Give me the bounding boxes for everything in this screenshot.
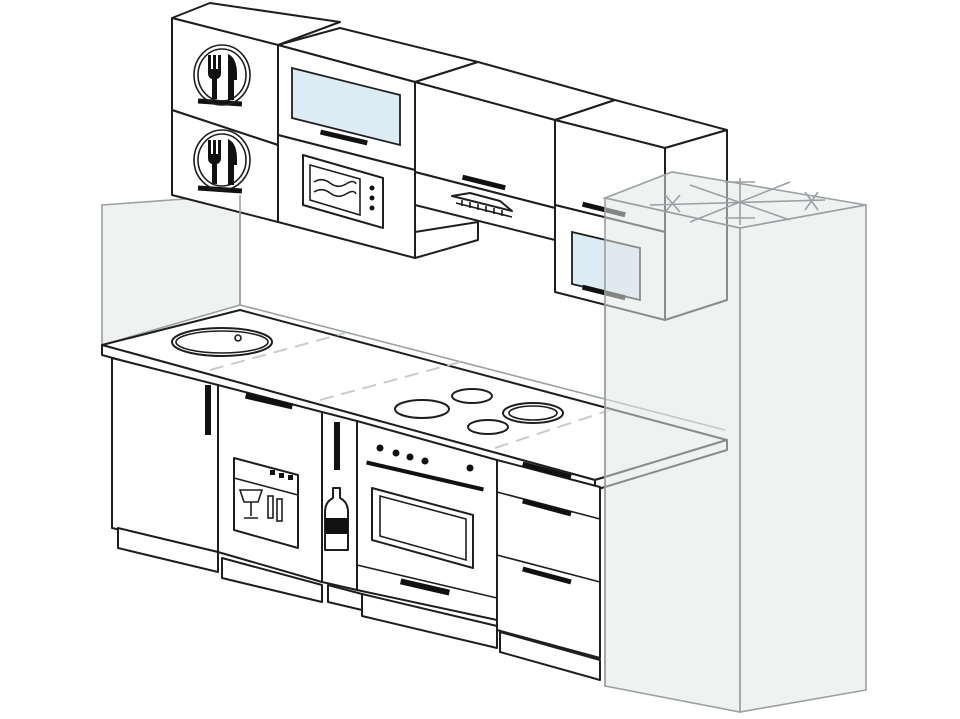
oven-icon: [366, 444, 484, 569]
dishwasher: [217, 384, 323, 603]
sink: [171, 327, 273, 357]
upper-cabinet-cutlery: [171, 2, 341, 223]
upper-cabinet-hood: [414, 61, 616, 241]
cutlery-icon: [193, 44, 251, 106]
microwave-icon: [302, 154, 384, 229]
oven-cabinet: [356, 420, 498, 649]
cutlery-icon: [193, 129, 251, 191]
range-hood-icon: [451, 192, 513, 218]
upper-cabinet-glass-microwave: [277, 27, 479, 259]
snowflake-icon: [649, 178, 826, 225]
refrigerator: [602, 171, 867, 713]
lower-cabinet-1: [111, 357, 219, 573]
hob: [394, 388, 564, 435]
drawer-cabinet: [496, 459, 601, 681]
bottle-icon: [324, 487, 349, 551]
dishwasher-icon: [233, 457, 299, 549]
